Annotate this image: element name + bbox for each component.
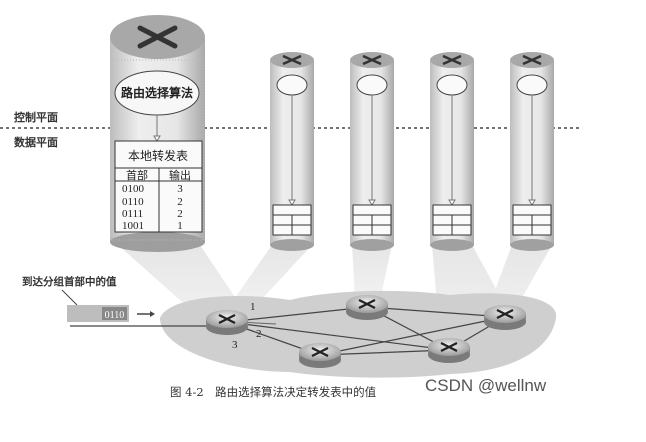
routing-algorithm-label: 路由选择算法 bbox=[121, 85, 193, 100]
router-x-icon bbox=[218, 314, 236, 324]
router-x-icon bbox=[362, 54, 382, 66]
small-router-cylinder bbox=[350, 52, 394, 251]
algorithm-oval bbox=[276, 74, 308, 96]
table-row: 0110 2 bbox=[122, 196, 183, 208]
router-x-icon bbox=[358, 299, 376, 309]
router bbox=[346, 295, 388, 320]
svg-text:0100: 0100 bbox=[122, 183, 145, 195]
router bbox=[299, 343, 341, 368]
router-x-icon bbox=[440, 342, 458, 352]
router-x-icon bbox=[282, 54, 302, 66]
forwarding-table-icon bbox=[272, 204, 312, 236]
packet-header bbox=[102, 307, 127, 320]
control-plane-label: 控制平面 bbox=[14, 110, 58, 124]
router bbox=[484, 305, 526, 330]
label-pointer bbox=[61, 289, 78, 306]
small-router-cylinders bbox=[270, 52, 554, 251]
svg-text:0110: 0110 bbox=[122, 196, 144, 208]
figure-caption: 图 4-2 路由选择算法决定转发表中的值 bbox=[170, 385, 377, 399]
svg-text:3: 3 bbox=[177, 183, 183, 195]
router-x-icon bbox=[137, 25, 178, 49]
header-column-label: 首部 bbox=[126, 168, 148, 182]
arrow-head bbox=[153, 135, 161, 142]
svg-text:2: 2 bbox=[177, 196, 183, 208]
port-label-1: 1 bbox=[250, 301, 256, 313]
packet-arrow-head bbox=[150, 311, 155, 317]
algorithm-oval bbox=[516, 74, 548, 96]
algorithm-oval bbox=[356, 74, 388, 96]
table-row: 0100 3 bbox=[122, 183, 183, 195]
network-routers bbox=[206, 295, 526, 368]
table-title: 本地转发表 bbox=[128, 148, 188, 163]
port-label-2: 2 bbox=[256, 328, 262, 340]
forwarding-table: 本地转发表 首部 输出 0100 3 0110 2 0111 2 1001 1 bbox=[114, 140, 203, 233]
svg-text:0111: 0111 bbox=[122, 208, 143, 220]
port-label-3: 3 bbox=[232, 339, 238, 351]
data-plane-label: 数据平面 bbox=[14, 135, 58, 149]
table-row: 1001 1 bbox=[122, 220, 183, 232]
router-x-icon bbox=[522, 54, 542, 66]
packet-header-value: 0110 bbox=[105, 310, 125, 321]
watermark: CSDN @wellnw bbox=[425, 376, 547, 395]
svg-text:2: 2 bbox=[177, 208, 183, 220]
output-column-label: 输出 bbox=[169, 168, 191, 182]
router bbox=[428, 338, 470, 363]
router bbox=[206, 310, 248, 335]
svg-text:1001: 1001 bbox=[122, 220, 144, 232]
arriving-header-label: 到达分组首部中的值 bbox=[22, 275, 117, 288]
router-x-icon bbox=[496, 309, 514, 319]
small-router-cylinder bbox=[430, 52, 474, 251]
algorithm-oval bbox=[436, 74, 468, 96]
forwarding-table-icon bbox=[432, 204, 472, 236]
router-x-icon bbox=[442, 54, 462, 66]
router-x-icon bbox=[311, 347, 329, 357]
small-router-cylinder bbox=[510, 52, 554, 251]
table-row: 0111 2 bbox=[122, 208, 183, 220]
small-router-cylinder bbox=[270, 52, 314, 251]
forwarding-table-icon bbox=[512, 204, 552, 236]
forwarding-table-icon bbox=[352, 204, 392, 236]
svg-text:1: 1 bbox=[177, 220, 183, 232]
